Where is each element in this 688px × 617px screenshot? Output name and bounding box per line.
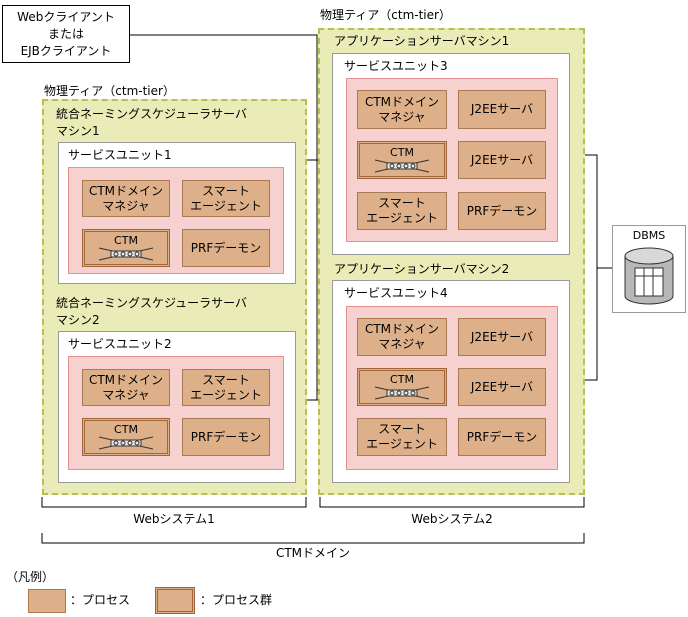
web2-bracket bbox=[319, 497, 585, 508]
smart-agent-4: スマート エージェント bbox=[357, 418, 447, 456]
unit-4-label: サービスユニット4 bbox=[344, 286, 448, 300]
web-system-1-label: Webシステム1 bbox=[133, 512, 215, 526]
ctm-queue-icon bbox=[98, 247, 154, 260]
client-connector bbox=[130, 34, 318, 38]
ctm-process-group-1: CTM bbox=[82, 229, 170, 267]
database-icon bbox=[624, 247, 674, 305]
client-line-2: または bbox=[47, 27, 84, 41]
ctm-queue-icon bbox=[98, 436, 154, 449]
ctm-domain-label: CTMドメイン bbox=[275, 546, 351, 560]
smart-agent-3: スマート エージェント bbox=[357, 192, 447, 230]
left-tier-label: 物理ティア（ctm-tier） bbox=[44, 84, 175, 98]
left-machine-2-name-2: マシン2 bbox=[56, 313, 100, 327]
legend-group-swatch bbox=[155, 587, 195, 614]
j2ee-server-3b: J2EEサーバ bbox=[458, 141, 546, 179]
prf-daemon-2: PRFデーモン bbox=[182, 418, 270, 456]
web1-bracket bbox=[41, 497, 307, 508]
ctm-queue-icon bbox=[374, 159, 430, 172]
left-machine-2-name-1: 統合ネーミングスケジューラサーバ bbox=[56, 296, 248, 310]
ctm-domain-manager-4: CTMドメイン マネジャ bbox=[357, 318, 447, 356]
ctm-label-1: CTM bbox=[114, 233, 138, 247]
ctm-label-4: CTM bbox=[390, 372, 414, 386]
ctm-process-group-2: CTM bbox=[82, 418, 170, 456]
ctm-domain-bracket bbox=[41, 533, 585, 544]
ctm-process-group-3: CTM bbox=[357, 141, 447, 179]
legend-group-label: ：プロセス群 bbox=[200, 593, 273, 607]
client-box: Webクライアント または EJBクライアント bbox=[2, 5, 130, 63]
unit-3-label: サービスユニット3 bbox=[344, 59, 448, 73]
smart-agent-1: スマート エージェント bbox=[182, 180, 270, 217]
unit-2-label: サービスユニット2 bbox=[68, 337, 172, 351]
left-machine-1-name-1: 統合ネーミングスケジューラサーバ bbox=[56, 107, 248, 121]
ctm-label-2: CTM bbox=[114, 422, 138, 436]
prf-daemon-4: PRFデーモン bbox=[458, 418, 546, 456]
ctm-queue-icon bbox=[374, 386, 430, 399]
left-machine-1-name-2: マシン1 bbox=[56, 124, 100, 138]
legend-process-label: ：プロセス bbox=[70, 593, 131, 607]
prf-daemon-1: PRFデーモン bbox=[182, 229, 270, 267]
ctm-domain-manager-1: CTMドメイン マネジャ bbox=[82, 180, 170, 217]
ctm-process-group-4: CTM bbox=[357, 368, 447, 406]
ctm-domain-manager-3: CTMドメイン マネジャ bbox=[357, 90, 447, 129]
ctm-label-3: CTM bbox=[390, 145, 414, 159]
unit-1-label: サービスユニット1 bbox=[68, 148, 172, 162]
web-system-2-label: Webシステム2 bbox=[411, 512, 493, 526]
legend-process-swatch bbox=[28, 589, 66, 613]
right-machine-2-name: アプリケーションサーバマシン2 bbox=[334, 262, 510, 276]
j2ee-server-3a: J2EEサーバ bbox=[458, 90, 546, 129]
client-line-1: Webクライアント bbox=[17, 10, 115, 24]
j2ee-server-4a: J2EEサーバ bbox=[458, 318, 546, 356]
smart-agent-2: スマート エージェント bbox=[182, 369, 270, 406]
client-line-3: EJBクライアント bbox=[20, 44, 112, 58]
dbms-label: DBMS bbox=[632, 229, 666, 242]
legend-title: （凡例） bbox=[6, 570, 55, 584]
right-machine-1-name: アプリケーションサーバマシン1 bbox=[334, 34, 510, 48]
ctm-domain-manager-2: CTMドメイン マネジャ bbox=[82, 369, 170, 406]
prf-daemon-3: PRFデーモン bbox=[458, 192, 546, 230]
j2ee-server-4b: J2EEサーバ bbox=[458, 368, 546, 406]
right-tier-label: 物理ティア（ctm-tier） bbox=[320, 8, 451, 22]
